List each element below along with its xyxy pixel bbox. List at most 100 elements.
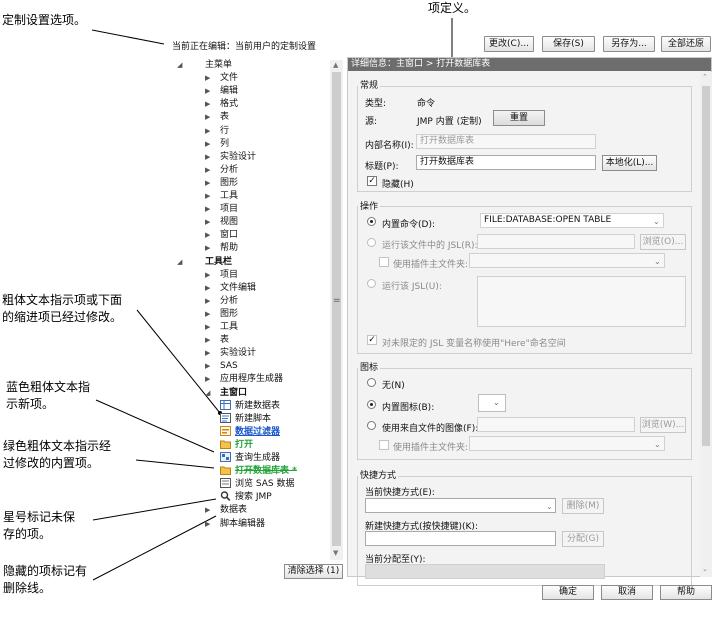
delete-shortcut-button[interactable]: 删除(M) [562, 498, 604, 514]
tree-item-menu[interactable]: ▶实验设计 [205, 151, 256, 164]
save-button[interactable]: 保存(S) [542, 36, 595, 52]
tree-item-command[interactable]: 查询生成器 [220, 452, 280, 465]
expand-arrow-icon[interactable]: ▶ [205, 519, 211, 528]
builtin-icon-radio[interactable] [367, 400, 376, 409]
tree-item-menu[interactable]: ▶格式 [205, 98, 238, 111]
caption-field[interactable]: 打开数据库表 [416, 155, 596, 170]
scroll-up-icon[interactable]: ▲ [333, 61, 339, 69]
expand-arrow-icon[interactable]: ▶ [205, 113, 211, 122]
tree-item-menu[interactable]: ▶视图 [205, 216, 238, 229]
tree-item-command[interactable]: 数据过滤器 [220, 425, 280, 439]
tree-item-toolbar[interactable]: ▶应用程序生成器 [205, 373, 283, 386]
tree-item-command[interactable]: 新建数据表 [220, 399, 280, 413]
tree-item-command[interactable]: 浏览 SAS 数据 [220, 478, 294, 491]
here-namespace-checkbox[interactable]: ✓ [367, 335, 377, 345]
tree-item-toolbar[interactable]: ▶文件编辑 [205, 282, 256, 295]
splitter-grip-icon[interactable]: = [333, 296, 341, 306]
detail-scrollbar[interactable]: ⌃ ⌄ [700, 72, 712, 577]
browse-jsl-button[interactable]: 浏览(O)... [640, 234, 686, 250]
expand-arrow-icon[interactable]: ▶ [205, 165, 211, 174]
expand-arrow-icon[interactable]: ▶ [205, 218, 211, 227]
expand-arrow-icon[interactable]: ▶ [205, 375, 211, 384]
expand-arrow-icon[interactable]: ▶ [205, 178, 211, 187]
tree-item-menu[interactable]: ▶图形 [205, 177, 238, 190]
detail-scroll-thumb[interactable] [702, 86, 710, 446]
detail-scroll-down-icon[interactable]: ⌄ [702, 565, 708, 573]
tree-item-menu[interactable]: ▶编辑 [205, 85, 238, 98]
current-shortcut-select[interactable] [365, 498, 556, 513]
tree-item-menu[interactable]: ▶工具 [205, 190, 238, 203]
help-button[interactable]: 帮助 [660, 585, 712, 600]
localize-button[interactable]: 本地化(L)... [602, 155, 657, 171]
addin-folder-dropdown-icon-2[interactable]: ⌄ [654, 440, 661, 449]
tree-item-menu[interactable]: ▶列 [205, 138, 229, 151]
clear-selection-button[interactable]: 清除选择 (1) [284, 564, 343, 579]
tree-item-toolbar[interactable]: ▶工具 [205, 321, 238, 334]
tree-item-menu[interactable]: ▶窗口 [205, 229, 238, 242]
use-addin-folder-checkbox-2[interactable] [379, 440, 389, 450]
collapse-arrow-icon[interactable]: ◢ [177, 61, 183, 69]
collapse-arrow-icon[interactable]: ◢ [205, 388, 211, 397]
tree-item-menu[interactable]: ▶项目 [205, 203, 238, 216]
expand-arrow-icon[interactable]: ▶ [205, 205, 211, 214]
builtin-command-dropdown-icon[interactable]: ⌄ [653, 217, 660, 226]
expand-arrow-icon[interactable]: ▶ [205, 506, 211, 515]
tree-item-command[interactable]: 打开 [220, 439, 253, 452]
run-jsl-file-radio[interactable] [367, 238, 376, 247]
tree-item-toolbar[interactable]: ▶SAS [205, 360, 238, 373]
reset-button[interactable]: 重置 [493, 110, 545, 126]
use-addin-folder-checkbox-1[interactable] [379, 257, 389, 267]
builtin-command-select[interactable]: FILE:DATABASE:OPEN TABLE [480, 213, 664, 228]
icon-from-file-radio[interactable] [367, 421, 376, 430]
scroll-down-icon[interactable]: ▼ [333, 549, 339, 557]
tree-node-main-menu[interactable]: ◢主菜单 [177, 59, 232, 72]
restore-all-button[interactable]: 全部还原 [661, 36, 711, 52]
expand-arrow-icon[interactable]: ▶ [205, 126, 211, 135]
tree-item-menu[interactable]: ▶表 [205, 111, 229, 124]
expand-arrow-icon[interactable]: ▶ [205, 100, 211, 109]
expand-arrow-icon[interactable]: ▶ [205, 362, 211, 371]
expand-arrow-icon[interactable]: ▶ [205, 87, 211, 96]
expand-arrow-icon[interactable]: ▶ [205, 152, 211, 161]
change-button[interactable]: 更改(C)... [484, 36, 534, 52]
expand-arrow-icon[interactable]: ▶ [205, 336, 211, 345]
run-jsl-radio[interactable] [367, 279, 376, 288]
tree-item-menu[interactable]: ▶文件 [205, 72, 238, 85]
expand-arrow-icon[interactable]: ▶ [205, 283, 211, 292]
cancel-button[interactable]: 取消 [601, 585, 653, 600]
tree-item-menu[interactable]: ▶行 [205, 125, 229, 138]
addin-folder-dropdown-icon-1[interactable]: ⌄ [654, 257, 661, 266]
tree-item-command[interactable]: 新建脚本 [220, 412, 271, 426]
icon-none-radio[interactable] [367, 378, 376, 387]
ok-button[interactable]: 确定 [542, 585, 594, 600]
new-shortcut-field[interactable] [365, 531, 556, 546]
expand-arrow-icon[interactable]: ▶ [205, 244, 211, 253]
tree-item-toolbar[interactable]: ▶图形 [205, 308, 238, 321]
tree-item-toolbar[interactable]: ▶项目 [205, 269, 238, 282]
assign-shortcut-button[interactable]: 分配(G) [562, 531, 604, 547]
detail-scroll-up-icon[interactable]: ⌃ [702, 73, 708, 81]
tree-node-main-window[interactable]: ◢主窗口 [205, 387, 247, 400]
browse-icon-button[interactable]: 浏览(W)... [640, 417, 686, 433]
tree-node-toolbar[interactable]: ◢工具栏 [177, 256, 232, 269]
expand-arrow-icon[interactable]: ▶ [205, 139, 211, 148]
builtin-command-radio[interactable] [367, 217, 376, 226]
tree-scrollbar[interactable]: ▲ ▼ [330, 60, 343, 560]
tree-item-toolbar[interactable]: ▶脚本编辑器 [205, 518, 265, 531]
tree-scroll-thumb[interactable] [332, 72, 341, 546]
expand-arrow-icon[interactable]: ▶ [205, 323, 211, 331]
builtin-icon-picker[interactable]: ⌄ [478, 394, 506, 412]
expand-arrow-icon[interactable]: ▶ [205, 270, 211, 279]
hidden-checkbox[interactable]: ✓ [367, 176, 377, 186]
expand-arrow-icon[interactable]: ▶ [205, 74, 211, 83]
current-shortcut-dropdown-icon[interactable]: ⌄ [546, 502, 553, 511]
tree-item-command[interactable]: 搜索 JMP [220, 491, 272, 504]
tree-item-menu[interactable]: ▶帮助 [205, 242, 238, 255]
expand-arrow-icon[interactable]: ▶ [205, 296, 211, 305]
save-as-button[interactable]: 另存为... [603, 36, 655, 52]
tree-item-command[interactable]: 打开数据库表 * [220, 465, 297, 478]
expand-arrow-icon[interactable]: ▶ [205, 349, 211, 358]
collapse-arrow-icon[interactable]: ◢ [177, 257, 183, 266]
tree-item-menu[interactable]: ▶分析 [205, 164, 238, 177]
tree-item-toolbar[interactable]: ▶分析 [205, 295, 238, 308]
